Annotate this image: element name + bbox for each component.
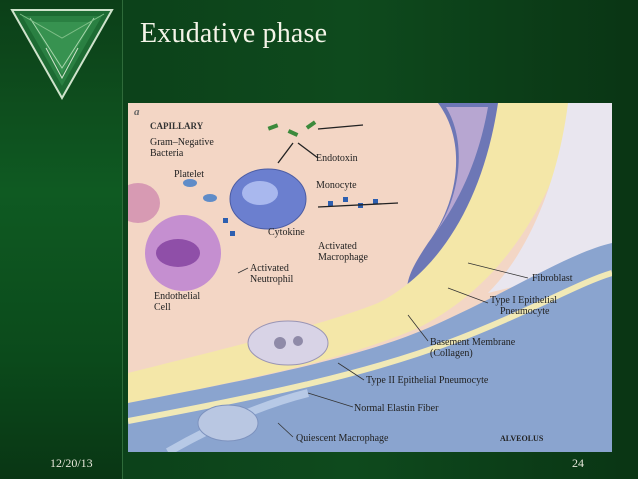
label-alveolus: ALVEOLUS <box>500 434 544 443</box>
label-elastin: Normal Elastin Fiber <box>354 403 439 414</box>
diagram-figure: a CAPILLARY Gram–Negative Bacteria Endot… <box>116 103 613 456</box>
label-type1: Type I Epithelial <box>490 295 557 306</box>
label-activated-neutrophil: Activated <box>250 263 289 274</box>
label-basement-membrane: Basement Membrane <box>430 337 516 348</box>
label-type2: Type II Epithelial Pneumocyte <box>366 375 489 386</box>
triangle-logo-icon <box>10 9 114 100</box>
label-platelet: Platelet <box>174 169 204 180</box>
label-macrophage: Macrophage <box>318 252 369 263</box>
label-endotoxin: Endotoxin <box>316 153 358 164</box>
sidebar-panel <box>0 0 123 479</box>
alveolar-capillary-diagram: a CAPILLARY Gram–Negative Bacteria Endot… <box>116 103 613 456</box>
label-monocyte: Monocyte <box>316 180 357 191</box>
label-gram-negative: Gram–Negative <box>150 137 214 148</box>
slide-title: Exudative phase <box>140 18 328 49</box>
label-neutrophil: Neutrophil <box>250 274 294 285</box>
panel-letter: a <box>134 106 140 118</box>
label-endothelial-cell: Cell <box>154 302 171 313</box>
label-endothelial: Endothelial <box>154 291 200 302</box>
label-cytokine: Cytokine <box>268 227 305 238</box>
label-fibroblast: Fibroblast <box>532 273 573 284</box>
slide-date: 12/20/13 <box>50 456 93 470</box>
label-bacteria: Bacteria <box>150 148 184 159</box>
label-capillary: CAPILLARY <box>150 121 204 131</box>
slide-page-number: 24 <box>572 456 584 470</box>
label-activated-macrophage: Activated <box>318 241 357 252</box>
label-quiescent: Quiescent Macrophage <box>296 433 389 444</box>
label-pneumocyte: Pneumocyte <box>500 306 550 317</box>
label-collagen: (Collagen) <box>430 348 473 359</box>
